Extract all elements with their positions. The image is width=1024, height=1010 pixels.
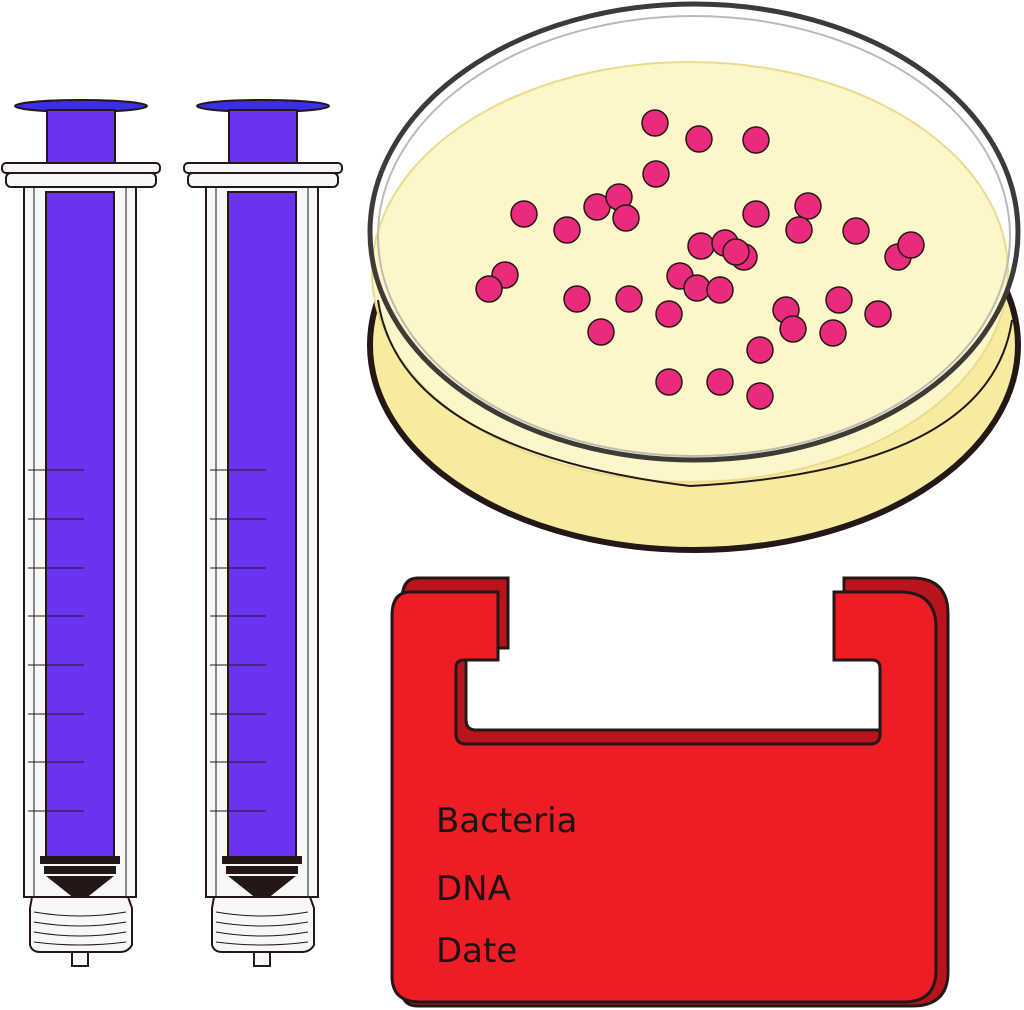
bacterial-colony (842, 217, 870, 245)
bacterial-colony (742, 126, 770, 154)
finger-flange (183, 162, 343, 174)
plunger-rod (45, 191, 115, 861)
bacterial-colony (794, 192, 822, 220)
agar-side (377, 299, 1013, 488)
bacterial-colony (785, 216, 813, 244)
bacterial-colony (612, 204, 640, 232)
finger-flange-lower (5, 172, 157, 188)
label-dna: DNA (436, 869, 511, 909)
syringe-nozzle (71, 951, 89, 967)
rubber-stopper (222, 856, 302, 903)
plunger-rod-top (46, 109, 116, 173)
plunger-rod (227, 191, 297, 861)
bacterial-colony (563, 285, 591, 313)
bacterial-colony (475, 275, 503, 303)
syringe-tip (29, 896, 133, 953)
finger-flange-lower (187, 172, 339, 188)
finger-flange (1, 162, 161, 174)
bacterial-colony (819, 319, 847, 347)
bacterial-colony (587, 318, 615, 346)
syringe-tip (211, 896, 315, 953)
graduation-marks (28, 469, 84, 812)
petri-dish-icon (367, 1, 1021, 553)
bacterial-colony (746, 382, 774, 410)
label-date: Date (436, 931, 517, 971)
bacterial-colony (722, 238, 750, 266)
bacterial-colony (553, 216, 581, 244)
bacterial-colony (615, 285, 643, 313)
bacterial-colony (655, 300, 683, 328)
syringe-icon (183, 99, 343, 967)
tag-front (390, 590, 938, 1004)
bacterial-colony (683, 274, 711, 302)
dish-lid-rim (367, 1, 1021, 463)
bacterial-colony (687, 232, 715, 260)
bacterial-colonies (475, 109, 925, 410)
graduation-marks (210, 469, 266, 812)
rubber-stopper (40, 856, 120, 903)
bacterial-colony (685, 125, 713, 153)
bacterial-colony (706, 368, 734, 396)
label-bacteria: Bacteria (436, 801, 577, 841)
plunger-rod-top (228, 109, 298, 173)
bacterial-colony (510, 200, 538, 228)
bacterial-colony (706, 276, 734, 304)
bacterial-colony (742, 200, 770, 228)
bacterial-colony (825, 286, 853, 314)
bacterial-colony (655, 368, 683, 396)
syringe-nozzle (253, 951, 271, 967)
tube-label-icon: Bacteria DNA Date (390, 576, 950, 1008)
bacterial-colony (746, 336, 774, 364)
bacterial-colony (864, 300, 892, 328)
bacterial-colony (642, 160, 670, 188)
dish-lid-inner (377, 15, 1011, 457)
syringe-icon (1, 99, 161, 967)
bacterial-colony (897, 231, 925, 259)
bacterial-colony (779, 315, 807, 343)
bacterial-colony (641, 109, 669, 137)
